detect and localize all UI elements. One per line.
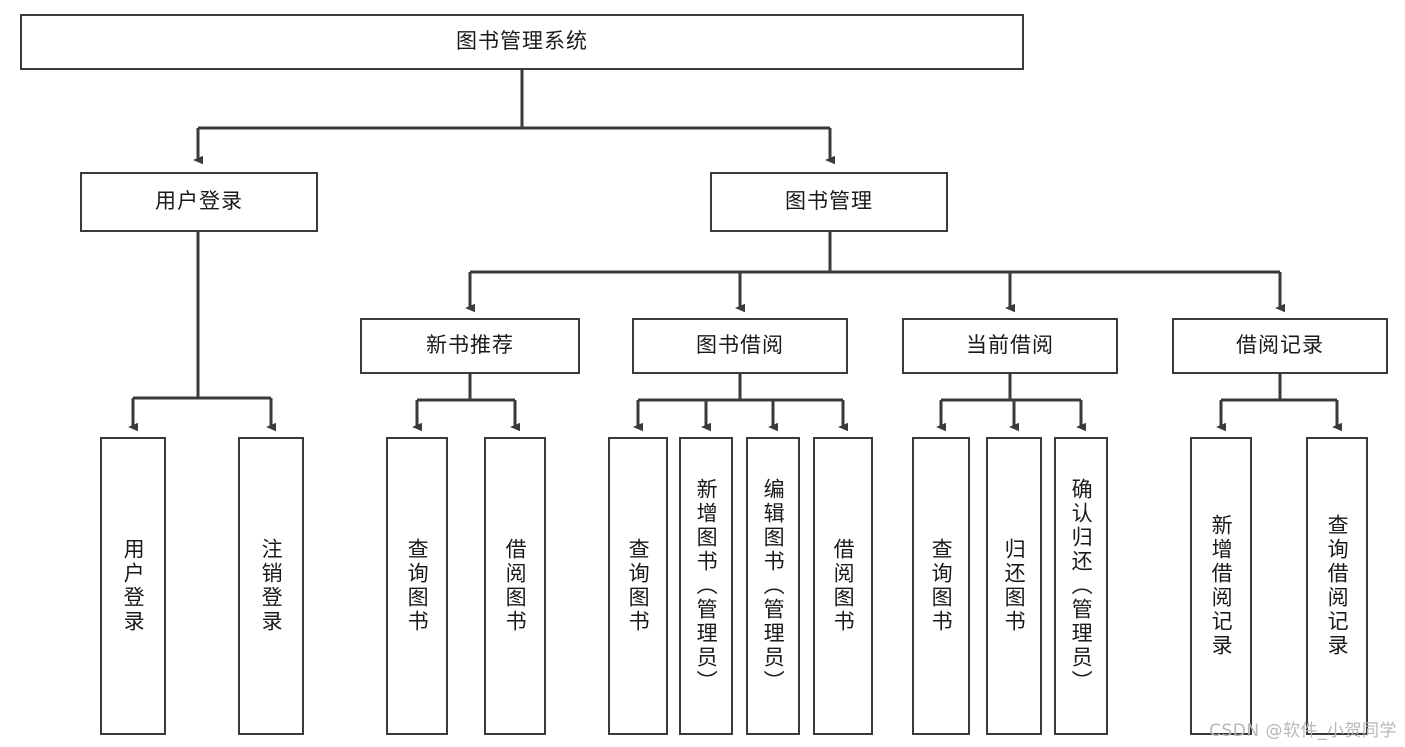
- leaf-bb-borrow-book[interactable]: 借阅图书: [813, 437, 873, 735]
- node-new-book-recommend-label: 新书推荐: [426, 333, 514, 358]
- leaf-cb-query-book[interactable]: 查询图书: [912, 437, 970, 735]
- node-book-borrow[interactable]: 图书借阅: [632, 318, 848, 374]
- node-new-book-recommend[interactable]: 新书推荐: [360, 318, 580, 374]
- leaf-bb-edit-book-admin[interactable]: 编辑图书（管理员）: [746, 437, 800, 735]
- node-current-borrow-label: 当前借阅: [966, 333, 1054, 358]
- leaf-logout-label: 注销登录: [259, 538, 284, 634]
- leaf-cb-return-book-label: 归还图书: [1002, 538, 1027, 634]
- node-borrow-record-label: 借阅记录: [1236, 333, 1324, 358]
- leaf-bb-borrow-book-label: 借阅图书: [831, 538, 856, 634]
- leaf-nb-borrow-book-label: 借阅图书: [503, 538, 528, 634]
- leaf-bb-edit-book-admin-label: 编辑图书（管理员）: [761, 478, 786, 694]
- leaf-br-add-record[interactable]: 新增借阅记录: [1190, 437, 1252, 735]
- node-user-login-label: 用户登录: [155, 189, 243, 214]
- node-root-label: 图书管理系统: [456, 29, 588, 54]
- leaf-cb-confirm-return-admin[interactable]: 确认归还（管理员）: [1054, 437, 1108, 735]
- node-book-management[interactable]: 图书管理: [710, 172, 948, 232]
- leaf-user-login[interactable]: 用户登录: [100, 437, 166, 735]
- leaf-cb-return-book[interactable]: 归还图书: [986, 437, 1042, 735]
- leaf-br-add-record-label: 新增借阅记录: [1209, 514, 1234, 658]
- leaf-cb-query-book-label: 查询图书: [929, 538, 954, 634]
- leaf-nb-query-book-label: 查询图书: [405, 538, 430, 634]
- leaf-bb-query-book-label: 查询图书: [626, 538, 651, 634]
- node-borrow-record[interactable]: 借阅记录: [1172, 318, 1388, 374]
- leaf-br-query-record[interactable]: 查询借阅记录: [1306, 437, 1368, 735]
- node-current-borrow[interactable]: 当前借阅: [902, 318, 1118, 374]
- leaf-bb-add-book-admin-label: 新增图书（管理员）: [694, 478, 719, 694]
- leaf-cb-confirm-return-admin-label: 确认归还（管理员）: [1069, 478, 1094, 694]
- node-root[interactable]: 图书管理系统: [20, 14, 1024, 70]
- node-user-login[interactable]: 用户登录: [80, 172, 318, 232]
- leaf-br-query-record-label: 查询借阅记录: [1325, 514, 1350, 658]
- node-book-management-label: 图书管理: [785, 189, 873, 214]
- leaf-nb-query-book[interactable]: 查询图书: [386, 437, 448, 735]
- leaf-user-login-label: 用户登录: [121, 538, 146, 634]
- leaf-bb-query-book[interactable]: 查询图书: [608, 437, 668, 735]
- leaf-bb-add-book-admin[interactable]: 新增图书（管理员）: [679, 437, 733, 735]
- leaf-logout[interactable]: 注销登录: [238, 437, 304, 735]
- watermark-text: CSDN @软件_小贺同学: [1209, 721, 1397, 741]
- node-book-borrow-label: 图书借阅: [696, 333, 784, 358]
- leaf-nb-borrow-book[interactable]: 借阅图书: [484, 437, 546, 735]
